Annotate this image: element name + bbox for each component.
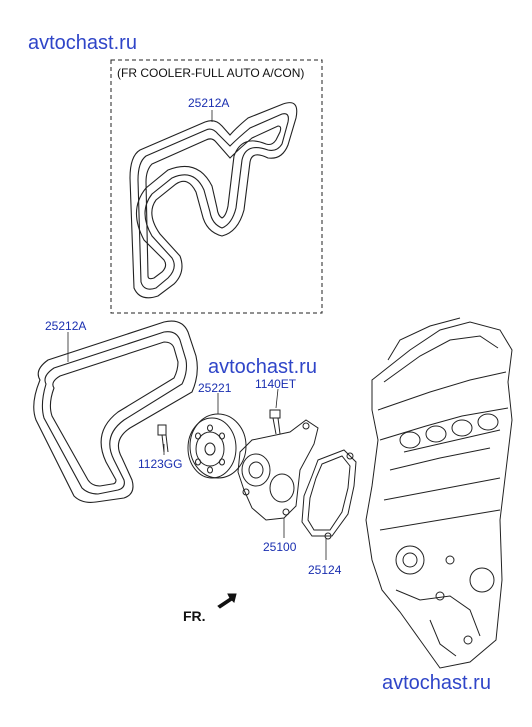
watermark-top: avtochast.ru (28, 32, 137, 54)
label-bolt-pulley: 1123GG (138, 457, 183, 471)
label-belt-ac: 25212A (188, 96, 230, 110)
watermark-middle: avtochast.ru (208, 356, 317, 378)
engine-block (365, 317, 513, 669)
belt-ac (129, 102, 298, 299)
label-gasket: 25124 (308, 563, 342, 577)
leader-lines (67, 110, 327, 560)
label-belt: 25212A (45, 319, 87, 333)
gasket (301, 449, 357, 540)
bolt-1140et (269, 409, 281, 435)
label-pulley: 25221 (198, 381, 232, 395)
watermark-bottom: avtochast.ru (382, 672, 491, 694)
belt-main (33, 320, 198, 503)
front-direction-label: FR. (183, 608, 206, 624)
inset-note: (FR COOLER-FULL AUTO A/CON) (117, 66, 305, 80)
label-water-pump: 25100 (263, 540, 297, 554)
bolt-1123gg (157, 424, 169, 453)
pulley (187, 413, 247, 479)
water-pump (237, 419, 319, 521)
label-bolt-pump: 1140ET (255, 377, 297, 391)
inset-box (110, 59, 323, 314)
front-arrow-icon (217, 593, 237, 609)
